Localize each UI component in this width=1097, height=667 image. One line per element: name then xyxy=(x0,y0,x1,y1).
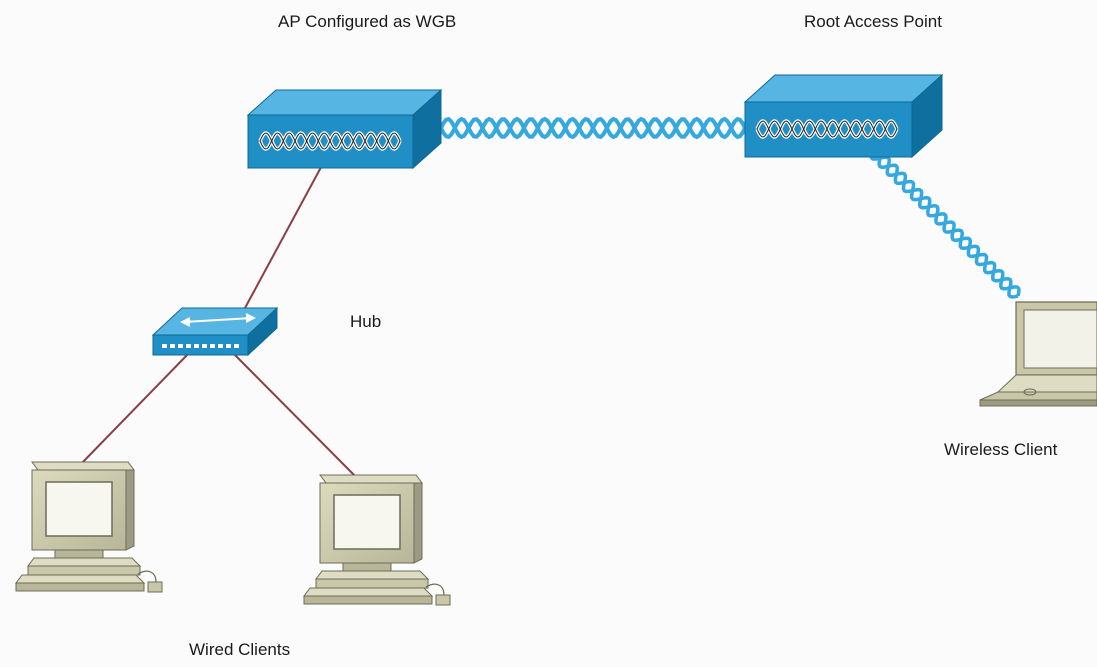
access-point-icon xyxy=(743,73,944,159)
hub-label: Hub xyxy=(350,312,382,331)
access-point-icon xyxy=(246,88,443,170)
wgb-ap-label: AP Configured as WGB xyxy=(278,12,457,31)
wired-link-hub-to-client-2 xyxy=(231,351,358,479)
desktop-computer-icon xyxy=(303,474,451,606)
laptop-icon xyxy=(979,301,1097,407)
desktop-computer-icon xyxy=(15,461,163,593)
hub-icon xyxy=(151,306,279,357)
wired-clients-label: Wired Clients xyxy=(189,640,291,659)
root-ap-label: Root Access Point xyxy=(804,12,942,31)
wireless-client-label: Wireless Client xyxy=(944,440,1058,459)
wired-links xyxy=(79,157,358,479)
wired-link-hub-to-wgb xyxy=(244,157,327,309)
wireless-link-icon xyxy=(869,147,1021,299)
wireless-link-icon xyxy=(439,116,747,140)
wired-link-hub-to-client-1 xyxy=(79,351,191,466)
